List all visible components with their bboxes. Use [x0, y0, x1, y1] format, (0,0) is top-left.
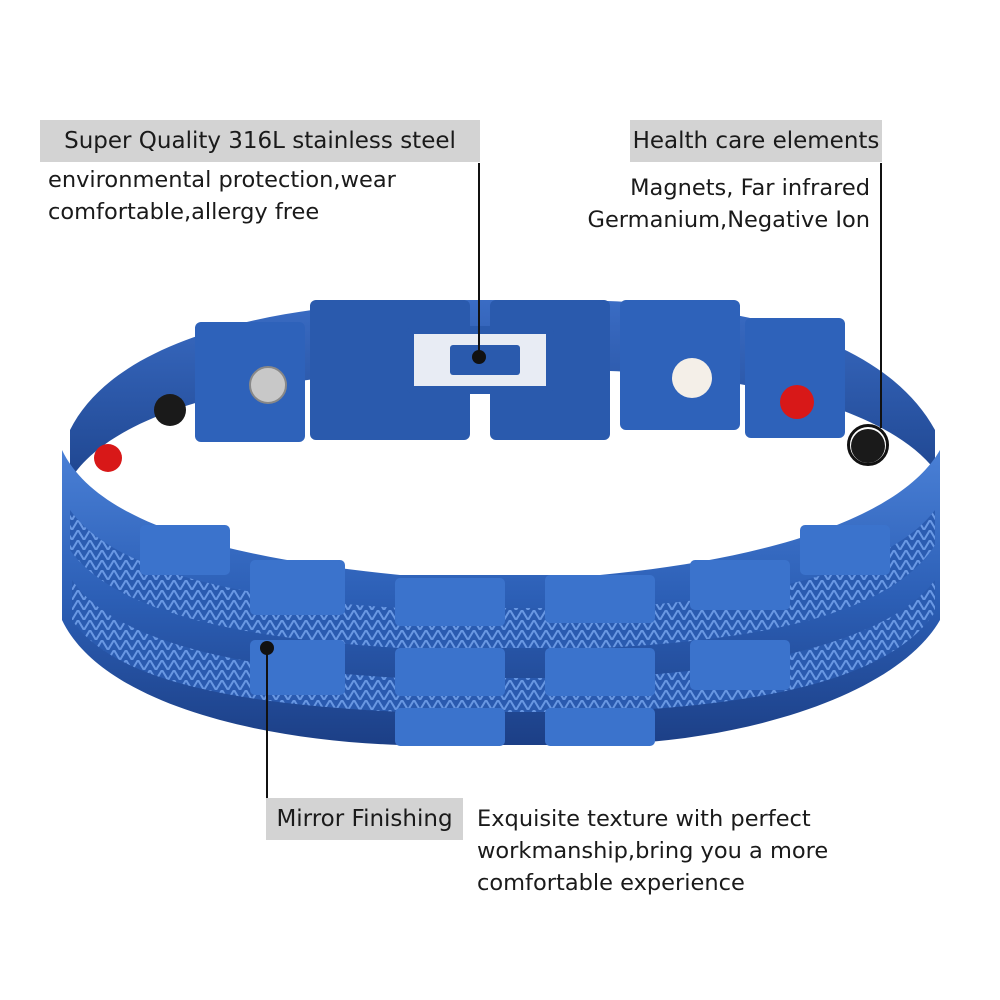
gem-red: [780, 385, 814, 419]
finish-pointer-dot: [260, 641, 274, 655]
gem-white: [672, 358, 712, 398]
steel-description-line: comfortable,allergy free: [48, 199, 320, 225]
gem-black: [154, 394, 186, 426]
steel-pointer-dot: [472, 350, 486, 364]
steel-label: Super Quality 316L stainless steel: [40, 120, 480, 162]
bracelet-front-band: [62, 450, 940, 746]
finish-description: Exquisite texture with perfect workmansh…: [477, 803, 828, 899]
health-description: Magnets, Far infrared Germanium,Negative…: [588, 172, 870, 236]
bracelet-back-band: [70, 300, 935, 480]
steel-pointer-line: [478, 163, 480, 355]
health-pointer-line: [880, 163, 882, 428]
health-description-line: Germanium,Negative Ion: [587, 207, 870, 233]
steel-description: environmental protection,wear comfortabl…: [48, 164, 396, 228]
finish-pointer-line: [266, 650, 268, 800]
gem-silver: [249, 366, 287, 404]
health-pointer-ring: [847, 424, 889, 466]
health-label: Health care elements: [630, 120, 882, 162]
health-description-line: Magnets, Far infrared: [630, 175, 870, 201]
finish-description-line: comfortable experience: [477, 870, 745, 896]
finish-description-line: Exquisite texture with perfect: [477, 806, 811, 832]
finish-label: Mirror Finishing: [266, 798, 463, 840]
gem-red: [94, 444, 122, 472]
steel-description-line: environmental protection,wear: [48, 167, 396, 193]
finish-description-line: workmanship,bring you a more: [477, 838, 829, 864]
